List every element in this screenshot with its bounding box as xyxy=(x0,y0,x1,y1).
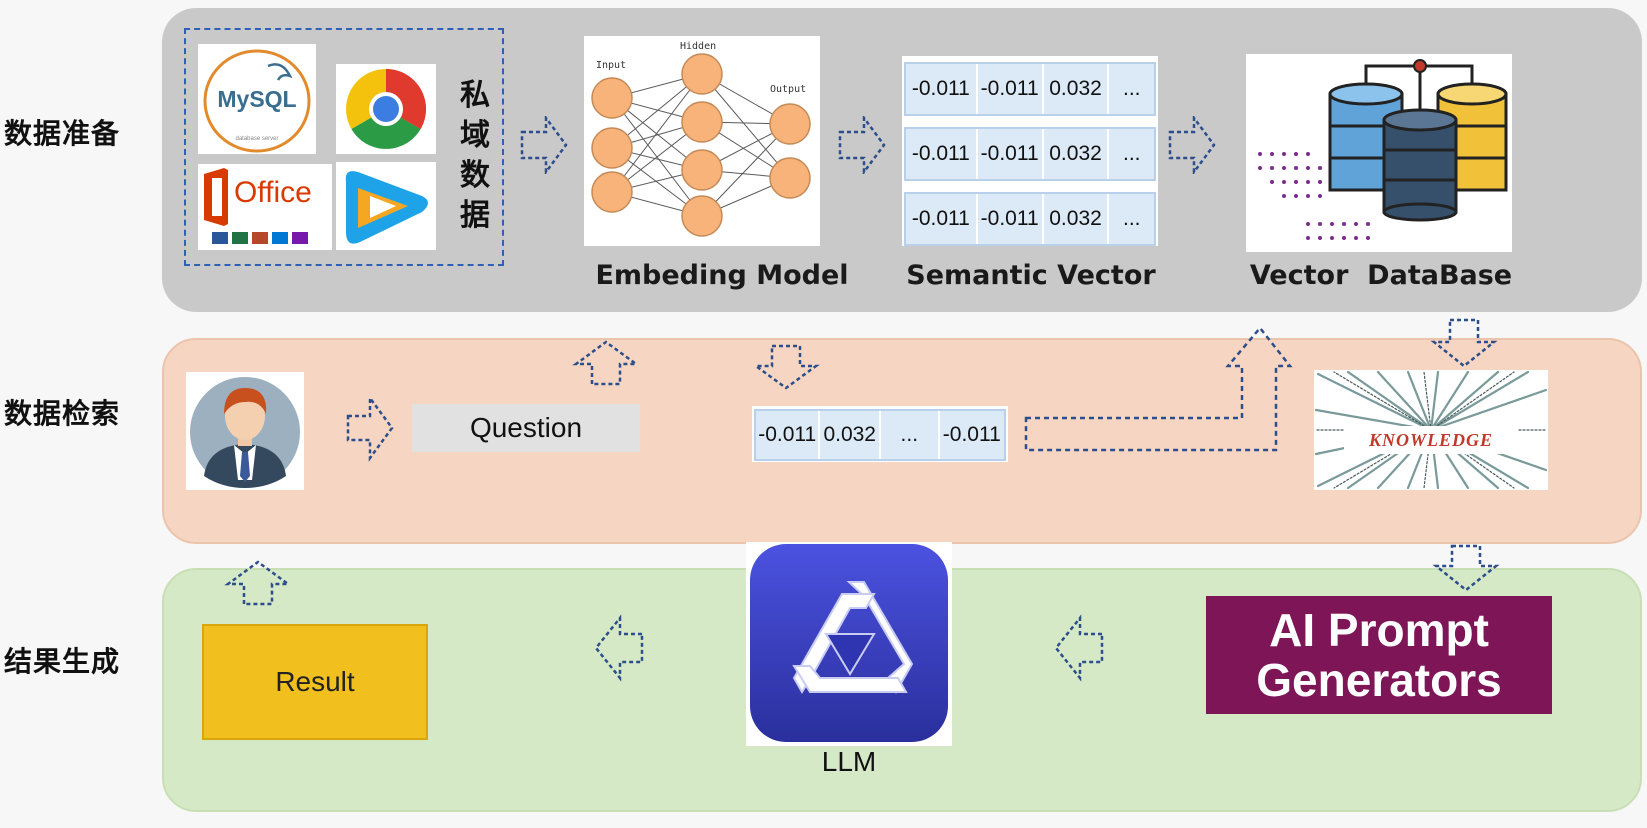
vector-cell: -0.011 xyxy=(978,64,1044,114)
private-data-char: 私 xyxy=(460,78,490,113)
llm-logo-icon xyxy=(750,544,948,742)
flow-arrow-elbow-icon xyxy=(1024,326,1293,452)
caption-vector-database: Vector DataBase xyxy=(1249,260,1513,291)
office-card: Office xyxy=(198,164,332,250)
mysql-card: database server MySQL xyxy=(198,44,316,154)
knowledge-label: KNOWLEDGE xyxy=(1368,429,1493,450)
caption-semantic-vector: Semantic Vector xyxy=(906,260,1156,291)
llm-logo-card xyxy=(746,542,952,746)
prompt-gen-line2: Generators xyxy=(1256,654,1502,706)
row-label-generation: 结果生成 xyxy=(4,645,121,678)
row-label-prep: 数据准备 xyxy=(4,117,121,150)
flow-arrow-right-icon xyxy=(1168,116,1216,174)
flow-arrow-right-icon xyxy=(520,116,568,174)
vector-cell: -0.011 xyxy=(978,194,1044,244)
vector-cell: -0.011 xyxy=(756,411,821,459)
vector-cell: -0.011 xyxy=(942,423,1001,446)
flow-arrow-up-icon xyxy=(224,560,292,606)
flow-arrow-left-icon xyxy=(1054,614,1104,682)
user-avatar-card xyxy=(186,372,304,490)
private-data-group xyxy=(184,28,504,266)
nn-hidden-label: Hidden xyxy=(680,41,717,52)
video-app-icon xyxy=(345,171,428,244)
vector-cell: -0.011 xyxy=(978,129,1044,179)
private-data-char: 域 xyxy=(460,118,490,153)
flow-arrow-left-icon xyxy=(594,614,644,682)
nn-output-label: Output xyxy=(770,84,807,95)
mysql-icon: database server xyxy=(203,49,311,153)
vector-cell: ... xyxy=(1122,207,1141,230)
flow-arrow-right-icon xyxy=(838,116,886,174)
semantic-vector-table: -0.011 -0.011 0.032 ... -0.011 -0.011 0.… xyxy=(902,56,1158,246)
row-label-retrieval: 数据检索 xyxy=(4,397,121,430)
vector-cell: -0.011 xyxy=(906,194,978,244)
neural-network-icon xyxy=(591,53,811,237)
nn-nodes xyxy=(591,53,811,237)
private-data-char: 数 xyxy=(460,158,490,193)
vector-cell: 0.032 xyxy=(1044,64,1110,114)
prompt-gen-line1: AI Prompt xyxy=(1269,604,1489,656)
private-data-label: 私 域 数 据 xyxy=(458,76,492,236)
chrome-card xyxy=(336,64,436,154)
dot-pattern xyxy=(1258,152,1370,240)
office-label: Office xyxy=(234,176,312,209)
nn-input-label: Input xyxy=(596,60,627,71)
private-data-char: 据 xyxy=(460,198,490,233)
vector-cell: 0.032 xyxy=(1044,194,1110,244)
vector-cell: -0.011 xyxy=(906,129,978,179)
vector-cell: ... xyxy=(1122,142,1141,165)
vector-cell: ... xyxy=(1122,77,1141,100)
chrome-icon xyxy=(346,69,426,149)
vector-row: -0.011 0.032 ... -0.011 xyxy=(754,409,1006,461)
vector-cell: -0.011 xyxy=(906,64,978,114)
video-app-card xyxy=(336,162,436,250)
user-avatar-icon xyxy=(190,377,300,488)
vector-db-card xyxy=(1246,54,1512,252)
svg-text:database server: database server xyxy=(235,136,278,142)
caption-embedding-model: Embeding Model xyxy=(595,260,849,291)
vector-row: -0.011 -0.011 0.032 ... xyxy=(904,127,1156,181)
vector-cell: ... xyxy=(881,411,940,459)
vector-row: -0.011 -0.011 0.032 ... xyxy=(904,192,1156,246)
vector-row: -0.011 -0.011 0.032 ... xyxy=(904,62,1156,116)
embedding-model-card: Input Hidden Output xyxy=(584,36,820,246)
query-vector: -0.011 0.032 ... -0.011 xyxy=(752,406,1008,462)
flow-arrow-right-icon xyxy=(346,394,394,462)
database-icon xyxy=(1258,59,1508,240)
mysql-label: MySQL xyxy=(217,86,297,112)
knowledge-word-cloud-icon xyxy=(1314,370,1548,490)
flow-arrow-down-icon xyxy=(1432,544,1500,592)
vector-cell: 0.032 xyxy=(1044,129,1110,179)
question-box: Question xyxy=(412,404,640,452)
flow-arrow-down-icon xyxy=(1430,318,1498,368)
flow-arrow-down-icon xyxy=(752,344,820,390)
office-icon xyxy=(204,168,308,244)
db-cylinder-dark xyxy=(1382,108,1458,222)
knowledge-image: KNOWLEDGE xyxy=(1314,370,1548,490)
vector-cell: 0.032 xyxy=(820,411,881,459)
result-box: Result xyxy=(202,624,428,740)
ai-prompt-generators-box: AI Prompt Generators xyxy=(1206,596,1552,714)
flow-arrow-up-icon xyxy=(572,340,640,386)
llm-label: LLM xyxy=(821,746,877,777)
nn-edges xyxy=(611,73,791,217)
